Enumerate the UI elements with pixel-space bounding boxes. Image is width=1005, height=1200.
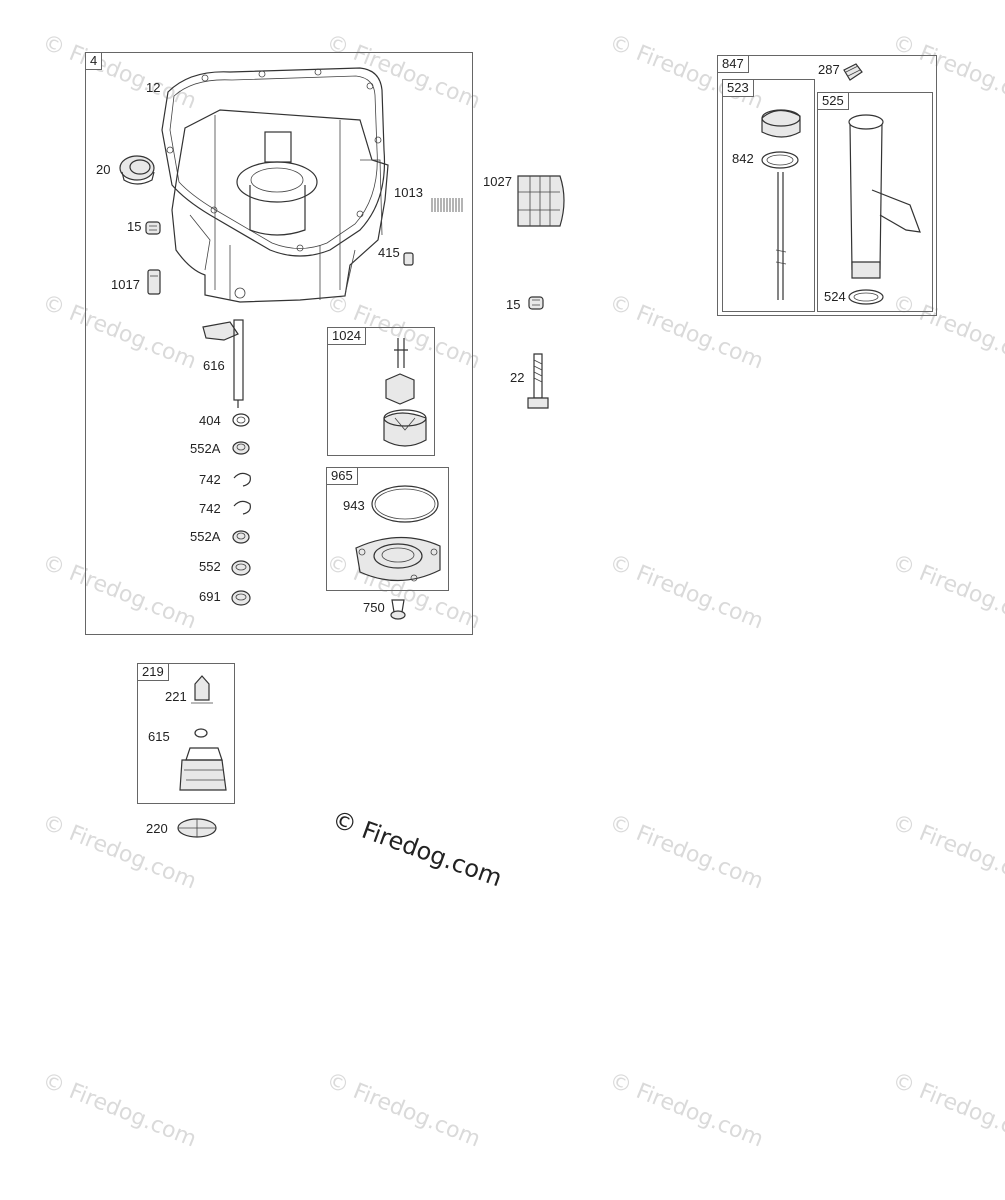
group-847-box: 847 (717, 55, 937, 316)
label-part-287: 287 (818, 62, 840, 77)
group-219-box: 219 (137, 663, 235, 804)
label-part-1027: 1027 (483, 174, 512, 189)
label-part-404: 404 (199, 413, 221, 428)
gasket-12-drawing (161, 67, 386, 257)
label-part-20: 20 (96, 162, 111, 177)
label-part-221: 221 (165, 689, 187, 704)
crankcase-drawing (171, 109, 389, 303)
screen-220-drawing (177, 818, 217, 838)
label-part-415: 415 (378, 245, 400, 260)
group-219-tag: 219 (138, 664, 169, 681)
part-415-drawing (403, 252, 414, 266)
label-part-15: 15 (506, 297, 521, 312)
label-part-943: 943 (343, 498, 365, 513)
part-1017-drawing (147, 269, 161, 295)
label-part-616: 616 (203, 358, 225, 373)
dipstick-523-drawing (761, 109, 801, 300)
washers-drawing (231, 413, 251, 606)
plug-15a-drawing (145, 221, 161, 235)
bolt-22-drawing (527, 353, 549, 409)
group-965-box: 965 (326, 467, 449, 591)
group-525-tag: 525 (818, 93, 849, 110)
screw-750-drawing (390, 599, 406, 620)
label-part-220: 220 (146, 821, 168, 836)
label-part-552: 552 (199, 559, 221, 574)
oil-filter-1027-drawing (517, 175, 565, 227)
group-1024-box: 1024 (327, 327, 435, 456)
label-part-615: 615 (148, 729, 170, 744)
tube-525-drawing (848, 114, 921, 305)
group-4-box: 4 (85, 52, 473, 635)
group-523-box: 523 (722, 79, 815, 312)
group-965-tag: 965 (327, 468, 358, 485)
label-part-750: 750 (363, 600, 385, 615)
label-part-15: 15 (127, 219, 142, 234)
group-4-tag: 4 (86, 53, 103, 70)
label-part-22: 22 (510, 370, 525, 385)
label-part-1013: 1013 (394, 185, 423, 200)
spring-1013-drawing (431, 198, 463, 212)
label-part-524: 524 (824, 289, 846, 304)
label-part-742: 742 (199, 501, 221, 516)
seal-20-drawing (119, 155, 155, 185)
label-part-552a: 552A (190, 441, 221, 456)
label-part-552a: 552A (190, 529, 221, 544)
cover-965-drawing (355, 485, 441, 582)
part-287-drawing (843, 63, 863, 81)
governor-1024-drawing (383, 338, 427, 447)
label-part-12: 12 (146, 80, 161, 95)
label-part-691: 691 (199, 589, 221, 604)
group-525-box: 525 (817, 92, 933, 312)
shaft-616-drawing (202, 319, 244, 408)
group-847-tag: 847 (718, 56, 749, 73)
label-part-1017: 1017 (111, 277, 140, 292)
label-part-742: 742 (199, 472, 221, 487)
plug-15b-drawing (528, 296, 544, 310)
oil-pump-219-drawing (179, 675, 227, 791)
group-523-tag: 523 (723, 80, 754, 97)
label-part-842: 842 (732, 151, 754, 166)
group-1024-tag: 1024 (328, 328, 366, 345)
